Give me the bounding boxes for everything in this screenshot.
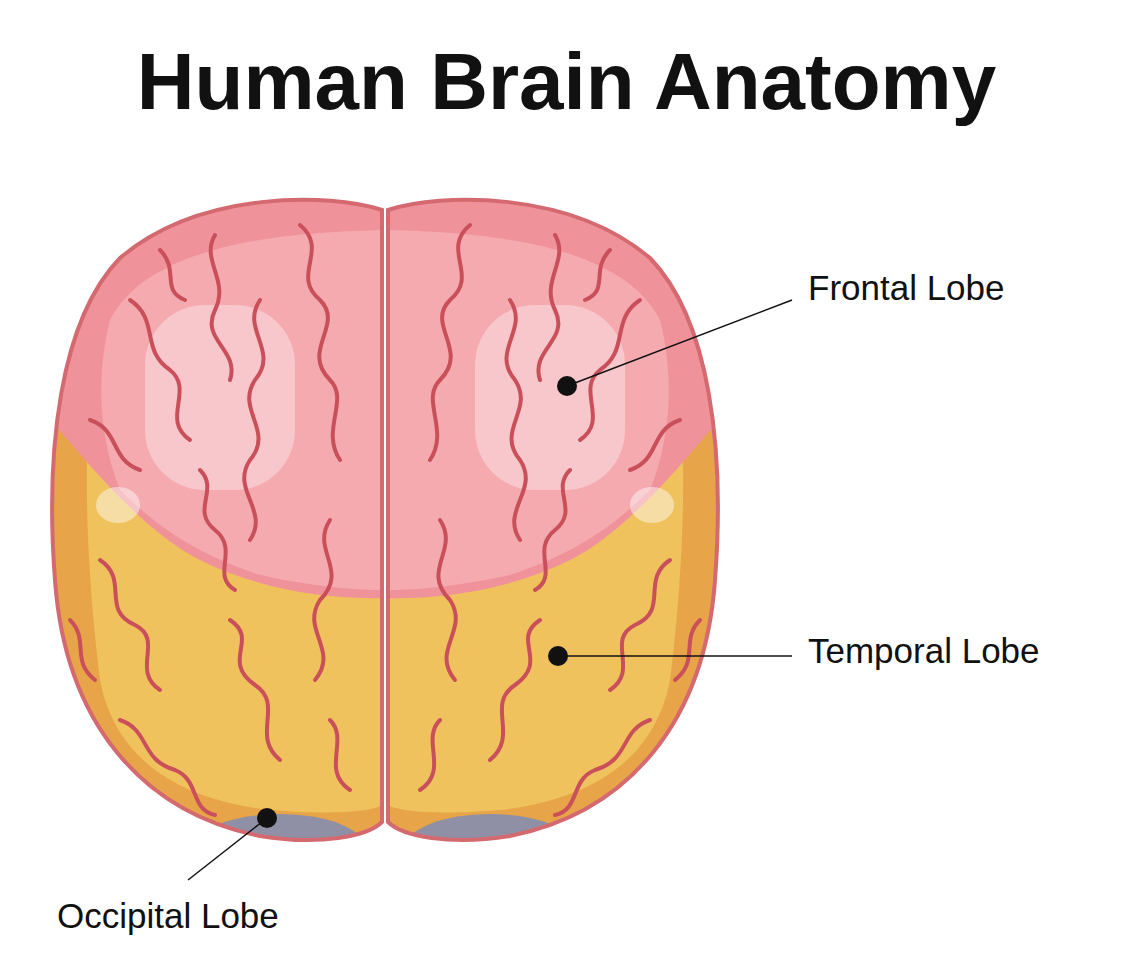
gyrus <box>230 620 280 760</box>
part-label: Temporal Lobe <box>808 633 1040 668</box>
temporal-region <box>30 180 390 860</box>
gyri-lines <box>70 225 350 815</box>
frontal-region <box>30 180 390 598</box>
gyrus <box>200 470 235 590</box>
leader-line <box>188 818 267 880</box>
frontal-inner <box>101 230 382 590</box>
callout-dot <box>557 376 577 396</box>
callout-dots <box>257 376 577 828</box>
diagram-title: Human Brain Anatomy <box>0 42 1133 122</box>
hemisphere-fill <box>30 180 390 882</box>
gyrus <box>160 250 185 300</box>
label-slot: Temporal Lobe <box>808 633 1040 668</box>
label-slot: Occipital Lobe <box>57 898 279 933</box>
gyrus <box>330 720 350 790</box>
part-label: Frontal Lobe <box>808 270 1005 305</box>
title-slot: Human Brain Anatomy <box>0 42 1133 122</box>
gyrus <box>130 300 190 440</box>
leader-line <box>558 655 792 657</box>
highlight <box>145 305 295 490</box>
brain-hemisphere <box>30 180 390 882</box>
highlight <box>96 487 140 523</box>
brain-hemisphere <box>380 180 740 882</box>
leader-line <box>567 300 792 386</box>
gyrus <box>244 300 263 540</box>
callout-dot <box>548 646 568 666</box>
gyrus <box>300 225 340 460</box>
label-slot: Frontal Lobe <box>808 270 1005 305</box>
gyrus <box>100 560 160 690</box>
hemisphere-outline <box>52 200 382 840</box>
gyrus <box>314 520 331 680</box>
part-label: Occipital Lobe <box>57 898 279 933</box>
leader-lines <box>188 300 792 880</box>
callout-dot <box>257 808 277 828</box>
gyrus <box>90 420 140 470</box>
gyrus <box>211 235 232 380</box>
